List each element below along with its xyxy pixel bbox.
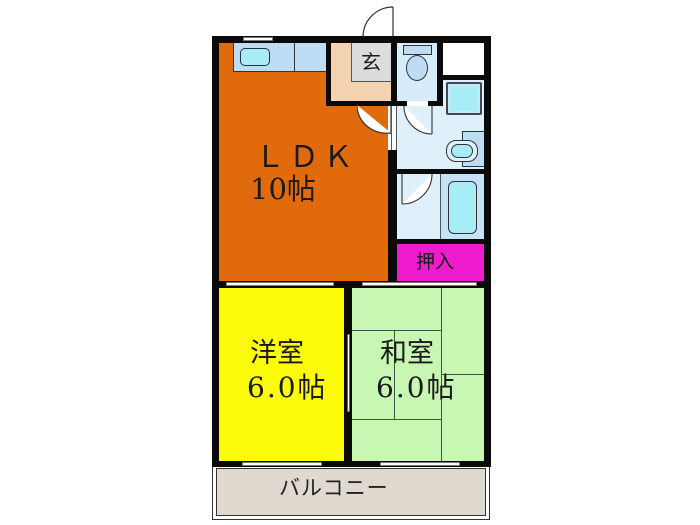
- genkan-entrance: 玄: [351, 43, 392, 82]
- kitchen-window: [243, 37, 273, 41]
- room-oshiire: 押入: [397, 244, 484, 281]
- oshiire-label: 押入: [416, 251, 455, 273]
- toilet-wall-right: [437, 36, 443, 108]
- toilet-wall-bottom: [397, 101, 407, 106]
- japanese-size: 6.0帖: [376, 371, 457, 404]
- western-name: 洋室: [250, 338, 304, 369]
- kitchen-sink-icon: [240, 48, 270, 66]
- storage-wall-bottom: [443, 75, 484, 80]
- balcony-window-western[interactable]: [242, 462, 322, 466]
- balcony: バルコニー: [212, 464, 490, 520]
- wall-ldk-right-lower: [388, 150, 397, 281]
- sliding-door-japanese[interactable]: [362, 282, 477, 286]
- front-door-icon[interactable]: [356, 5, 396, 39]
- ldk-size: 10帖: [250, 172, 316, 206]
- genkan-wall-left: [326, 36, 331, 106]
- washing-machine-icon: [446, 82, 482, 115]
- tatami-line: [352, 330, 441, 331]
- sliding-door-western[interactable]: [226, 282, 334, 286]
- room-western: 洋室 6.0帖: [219, 288, 344, 461]
- japanese-name: 和室: [380, 338, 434, 369]
- wall-middle: [212, 281, 491, 288]
- wall-ldk-right: [391, 36, 397, 106]
- ldk-door-icon[interactable]: [357, 105, 393, 135]
- balcony-window-japanese[interactable]: [380, 462, 460, 466]
- kitchen-divider: [294, 43, 295, 72]
- balcony-label: バルコニー: [279, 476, 389, 500]
- genkan-label: 玄: [361, 50, 381, 74]
- outer-wall-bottom: [212, 461, 491, 467]
- bath-door-icon[interactable]: [400, 174, 434, 206]
- tatami-line: [394, 330, 395, 419]
- outer-wall-left: [212, 36, 219, 467]
- toilet-tank-icon: [403, 45, 432, 55]
- washroom-wall-bottom: [397, 169, 484, 174]
- wash-basin-bowl: [451, 144, 473, 158]
- toilet-door-gap: [407, 102, 428, 105]
- balcony-floor: [216, 468, 486, 516]
- tatami-line: [441, 374, 484, 375]
- wash-basin-icon: [446, 140, 478, 162]
- toilet-wall-bottom-right: [428, 101, 443, 106]
- toilet-bowl-icon: [406, 55, 428, 81]
- western-size: 6.0帖: [247, 371, 328, 404]
- ldk-name: ＬＤＫ: [255, 140, 357, 175]
- outer-wall-right: [484, 36, 491, 467]
- bath-wall-bottom: [397, 239, 484, 244]
- bathtub-icon: [448, 181, 477, 234]
- storage-closet: [443, 43, 484, 76]
- washroom-door-icon[interactable]: [402, 106, 434, 136]
- closet-sliding-door[interactable]: [347, 334, 350, 412]
- room-japanese: 和室 6.0帖: [352, 288, 484, 461]
- outer-wall-top: [212, 36, 491, 43]
- genkan-wall-bottom: [326, 101, 392, 106]
- tatami-line: [352, 419, 441, 420]
- room-bath-entry: [397, 174, 440, 240]
